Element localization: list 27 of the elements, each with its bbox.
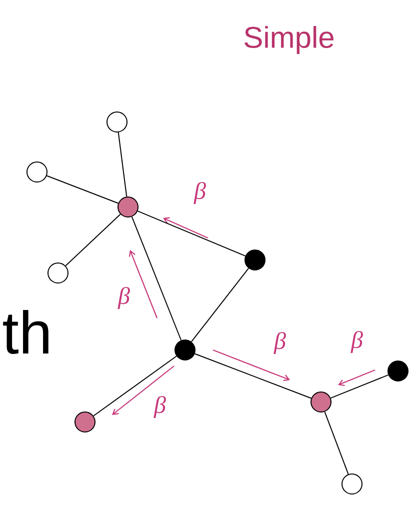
rate-label: β bbox=[154, 396, 166, 418]
connector-line bbox=[324, 411, 349, 475]
rate-label: β bbox=[118, 287, 130, 309]
connector-line bbox=[65, 214, 121, 266]
rate-label: β bbox=[194, 182, 206, 204]
connector-line bbox=[131, 216, 182, 341]
network-node bbox=[48, 262, 68, 284]
network-node bbox=[174, 340, 196, 360]
network-node bbox=[342, 474, 362, 494]
network-node bbox=[310, 392, 332, 412]
connector-line bbox=[93, 356, 177, 416]
rate-label: β bbox=[274, 332, 286, 354]
connector-line bbox=[330, 374, 389, 399]
title: Simple bbox=[244, 26, 334, 54]
connector-line bbox=[46, 175, 119, 204]
connector-line bbox=[137, 210, 246, 256]
connector-line bbox=[194, 353, 312, 399]
network-node bbox=[106, 112, 128, 132]
network-node bbox=[74, 412, 96, 432]
connector-line bbox=[118, 132, 128, 198]
network-node bbox=[118, 196, 138, 218]
network-node bbox=[26, 162, 48, 182]
connector-line bbox=[190, 268, 250, 342]
rate-label: β bbox=[350, 331, 363, 353]
network-node bbox=[244, 250, 266, 270]
network-node bbox=[388, 360, 408, 382]
text-fragment: th bbox=[3, 310, 48, 354]
